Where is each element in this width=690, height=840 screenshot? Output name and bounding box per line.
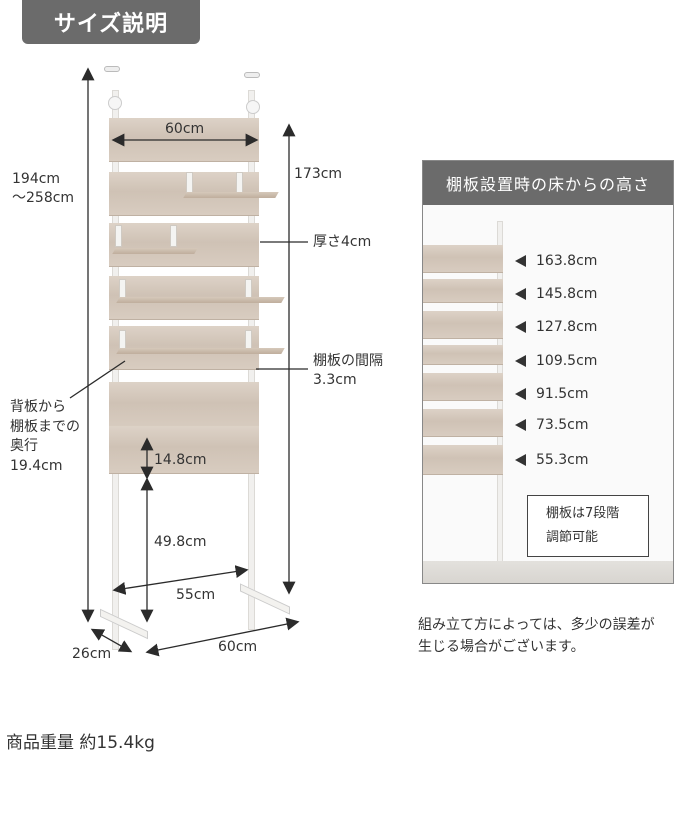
height-row: 109.5cm <box>515 353 597 369</box>
height-row: 127.8cm <box>515 319 597 335</box>
base-depth-label: 26cm <box>72 646 112 662</box>
floor <box>423 561 673 583</box>
back-panel-7 <box>109 426 259 474</box>
panel-board-5 <box>423 373 503 401</box>
right-ceiling-cap <box>244 72 260 78</box>
pointer-triangle-icon <box>515 454 526 466</box>
inner-width-label: 55cm <box>176 587 216 603</box>
pointer-triangle-icon <box>515 355 526 367</box>
floor-clearance-label: 49.8cm <box>154 534 207 550</box>
left-ceiling-cap <box>104 66 120 72</box>
thickness-label: 厚さ4cm <box>313 234 372 250</box>
section-title: サイズ説明 <box>22 0 200 44</box>
product-diagram: 194cm 〜258cm 60cm 173cm 厚さ4cm 棚板の間隔 3.3c… <box>0 60 410 680</box>
pole-height-label: 173cm <box>294 166 343 182</box>
panel-board-3 <box>423 311 503 339</box>
adjustable-note: 棚板は7段階 調節可能 <box>527 495 649 557</box>
pointer-triangle-icon <box>515 288 526 300</box>
panel-board-7 <box>423 445 503 475</box>
pointer-triangle-icon <box>515 255 526 267</box>
panel-board-2 <box>423 279 503 303</box>
pointer-triangle-icon <box>515 321 526 333</box>
dimension-arrows <box>69 67 308 657</box>
pointer-triangle-icon <box>515 419 526 431</box>
panel-board-1 <box>423 245 503 273</box>
shelf-heights-panel: 棚板設置時の床からの高さ 163.8cm 145.8cm 127.8cm 109… <box>422 160 674 584</box>
base-width-label: 60cm <box>218 639 258 655</box>
shelf-bracket <box>170 225 177 247</box>
height-row: 145.8cm <box>515 286 597 302</box>
total-height-label: 194cm 〜258cm <box>12 171 75 206</box>
right-adjust-knob <box>246 100 260 114</box>
height-row: 55.3cm <box>515 452 589 468</box>
height-row: 91.5cm <box>515 386 589 402</box>
shelf-depth-label: 背板から 棚板までの 奥行 19.4cm <box>10 399 80 474</box>
left-adjust-knob <box>108 96 122 110</box>
product-weight: 商品重量 約15.4kg <box>6 733 155 753</box>
back-panel-3 <box>109 223 259 267</box>
panel-height-label: 14.8cm <box>154 452 207 468</box>
panel-board-6 <box>423 409 503 437</box>
panel-board-4 <box>423 345 503 365</box>
height-row: 73.5cm <box>515 417 589 433</box>
shelf-bracket <box>115 225 122 247</box>
top-width-label: 60cm <box>165 121 205 137</box>
shelf-gap-label: 棚板の間隔 3.3cm <box>313 353 383 388</box>
disclaimer: 組み立て方によっては、多少の誤差が 生じる場合がございます。 <box>418 617 655 655</box>
height-row: 163.8cm <box>515 253 597 269</box>
shelf-heights-title: 棚板設置時の床からの高さ <box>423 161 673 205</box>
pointer-triangle-icon <box>515 388 526 400</box>
